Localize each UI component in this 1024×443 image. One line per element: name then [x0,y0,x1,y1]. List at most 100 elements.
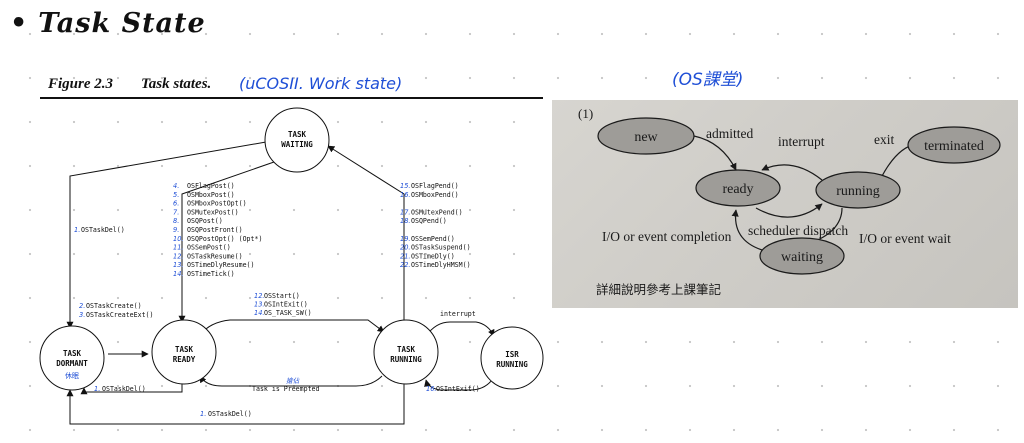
ready-to-waiting-call: OSSemPost() [187,244,231,252]
state-task-ready [151,319,217,385]
ready-to-waiting-call: OSTimeDlyResume() [187,261,255,269]
isr-exit-call: OSIntExit() [436,385,480,393]
dormant-to-ready-call: OSTaskCreateExt() [86,311,154,319]
ready-to-running-mark: 12. [254,292,265,300]
running-to-dormant-call: OSTaskDel() [208,410,252,418]
edge-waiting-to-ready [178,161,275,323]
dormant-note: 休眠 [65,371,79,380]
state-waiting-label: waiting [781,250,823,265]
caption-rule [40,97,543,99]
running-to-waiting-marks: 15.16.17.18.19.20.21.22. [400,182,411,269]
edge-running-preempted [199,375,383,387]
state-dormant-line2: DORMANT [56,359,88,368]
edge-dispatch-label: scheduler dispatch [748,223,848,238]
running-to-waiting-call: OSTaskSuspend() [411,244,471,252]
figure-caption: Figure 2.3 Task states. [48,76,211,93]
figure-handwritten-note: (uCOSII. Work state) [239,74,403,93]
running-to-waiting-call: OSQPend() [411,217,447,225]
ready-to-waiting-mark: 14. [173,270,184,278]
running-to-waiting-mark: 22. [400,261,411,269]
state-ready-line1: TASK [175,345,194,354]
running-to-waiting-call: OSMboxPend() [411,191,459,199]
figure-title: Task states. [141,76,212,92]
ready-to-waiting-call: OSQPostOpt() (Opt*) [187,235,262,243]
state-new [597,117,695,155]
ready-to-waiting-marks: 4.5.6.7.8.9.10.11.12.13.14. [173,182,184,278]
ready-to-waiting-call: OSQPost() [187,217,223,225]
state-isr-running [480,326,544,390]
running-to-waiting-mark: 17. [400,208,411,216]
state-ready-line2: READY [173,355,196,364]
ready-to-running-call: OS_TASK_SW() [264,309,312,317]
os-class-note: (OS課堂) [672,70,744,90]
running-to-waiting-call: OSMutexPend() [411,208,463,216]
diagram-footnote: 詳細說明參考上課筆記 [596,282,721,297]
dormant-to-ready-calls: OSTaskCreate()OSTaskCreateExt() [86,302,154,319]
state-running-line2: RUNNING [390,355,422,364]
ready-to-waiting-mark: 11. [173,244,184,252]
running-to-waiting-calls: OSFlagPend()OSMboxPend()OSMutexPend()OSQ… [411,182,471,269]
ready-to-waiting-call: OSTaskResume() [187,252,243,260]
page-heading: • Task State [10,8,206,39]
state-waiting-line1: TASK [288,130,307,139]
edge-ready-to-dormant [80,382,183,395]
edge-running-to-dormant [66,382,405,425]
edge-interrupt-label: interrupt [778,134,825,149]
ready-to-running-call: OSStart() [264,292,300,300]
waiting-to-dormant-mark: 1. [74,226,80,234]
running-to-waiting-mark: 21. [400,252,411,260]
os-process-state-photo: (1) new ready running waiting terminated… [552,100,1018,308]
preempted-label: Task is Preempted [252,385,320,393]
ready-to-waiting-call: OSMboxPostOpt() [187,200,247,208]
state-terminated-label: terminated [924,139,984,154]
edge-running-to-waiting [327,145,405,320]
dormant-to-ready-call: OSTaskCreate() [86,302,142,310]
edge-admitted-label: admitted [706,126,753,141]
ready-to-running-mark: 14. [254,309,265,317]
ready-to-running-calls: OSStart()OSIntExit()OS_TASK_SW() [264,292,312,317]
heading-text: Task State [38,8,206,39]
ready-to-waiting-mark: 5. [173,191,179,199]
figure-number: Figure 2.3 [48,76,114,92]
waiting-to-dormant-call: OSTaskDel() [81,226,125,234]
state-task-waiting [264,107,330,173]
running-to-dormant-mark: 1. [200,410,206,418]
state-task-dormant [39,325,105,391]
preempted-note: 搶佔 [286,377,301,385]
ready-to-dormant-call: OSTaskDel() [102,385,146,393]
edge-running-to-isr [425,321,495,337]
ready-to-waiting-call: OSQPostFront() [187,226,243,234]
ready-to-waiting-mark: 10. [173,235,184,243]
ready-to-running-marks: 12.13.14. [254,292,265,317]
edge-io-completion [731,209,763,251]
ready-to-waiting-calls: OSFlagPost()OSMboxPost()OSMboxPostOpt()O… [187,182,262,278]
running-to-waiting-mark: 15. [400,182,411,190]
process-state-diagram: (1) new ready running waiting terminated… [578,106,1001,297]
state-new-label: new [634,130,658,145]
diagram-label: (1) [578,106,593,121]
state-dormant-line1: TASK [63,349,82,358]
state-terminated [907,126,1001,164]
dormant-to-ready-mark: 2. [79,302,85,310]
edge-interrupt [761,163,823,181]
dormant-to-ready-mark: 3. [79,311,85,319]
edge-admitted [693,135,737,171]
isr-exit-mark: 16. [426,385,437,393]
ready-to-waiting-mark: 13. [173,261,184,269]
edge-io-wait-label: I/O or event wait [859,231,951,246]
ready-to-waiting-mark: 7. [173,208,179,216]
state-running-label: running [836,184,880,199]
dormant-to-ready-marks: 2.3. [79,302,85,319]
running-to-waiting-call: OSTimeDlyHMSM() [411,261,471,269]
edge-dispatch [755,203,823,218]
ready-to-waiting-call: OSMutexPost() [187,208,239,216]
state-waiting-line2: WAITING [281,140,313,149]
ready-to-running-mark: 13. [254,301,265,309]
ready-to-waiting-mark: 9. [173,226,179,234]
state-isr-line2: RUNNING [496,360,528,369]
state-running [815,171,901,209]
state-task-running [373,319,439,385]
bullet: • [10,8,29,39]
running-to-waiting-call: OSTimeDly() [411,252,455,260]
ready-to-dormant-mark: 1. [94,385,100,393]
